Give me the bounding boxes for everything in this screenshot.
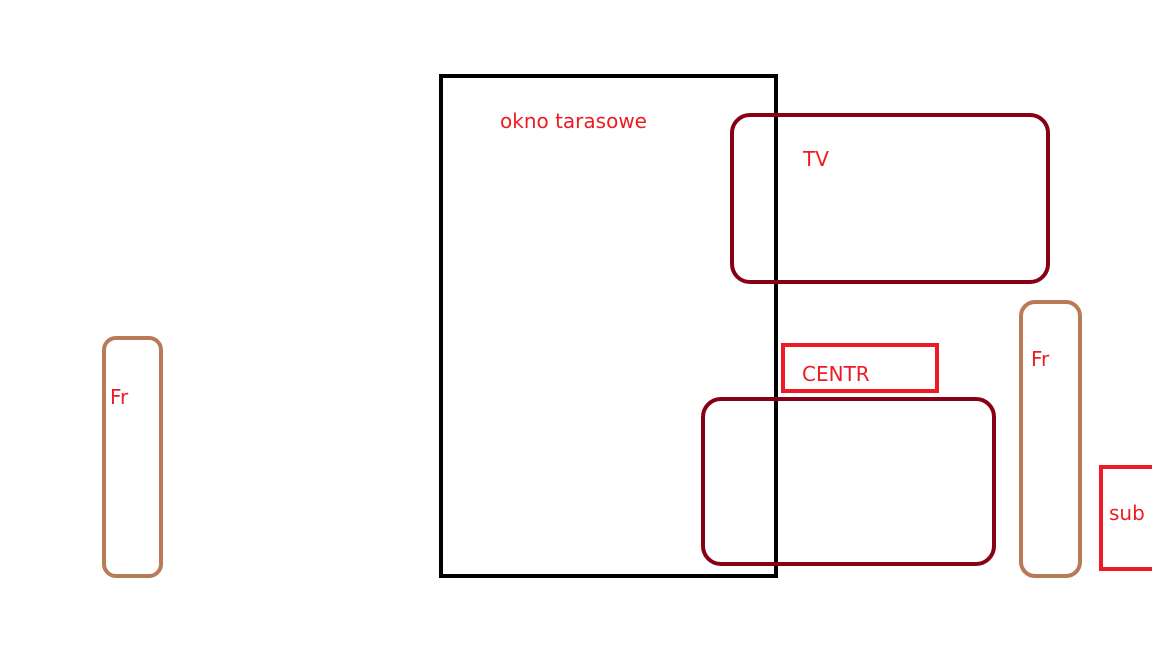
tv-label: TV: [802, 147, 829, 171]
front-left-speaker-outline: [102, 336, 163, 578]
center-speaker-label: CENTR: [802, 362, 870, 386]
front-right-speaker-outline: [1019, 300, 1082, 578]
terrace-window-label: okno tarasowe: [500, 109, 647, 133]
front-left-speaker-label: Fr: [110, 385, 129, 409]
terrace-window-outline: [439, 74, 778, 578]
subwoofer-outline: [1099, 465, 1152, 571]
tv-outline: [730, 113, 1050, 284]
center-speaker-outline: [781, 343, 939, 393]
subwoofer-label: sub: [1109, 501, 1145, 525]
tv-cabinet-outline: [701, 397, 996, 566]
front-right-speaker-label: Fr: [1031, 347, 1050, 371]
